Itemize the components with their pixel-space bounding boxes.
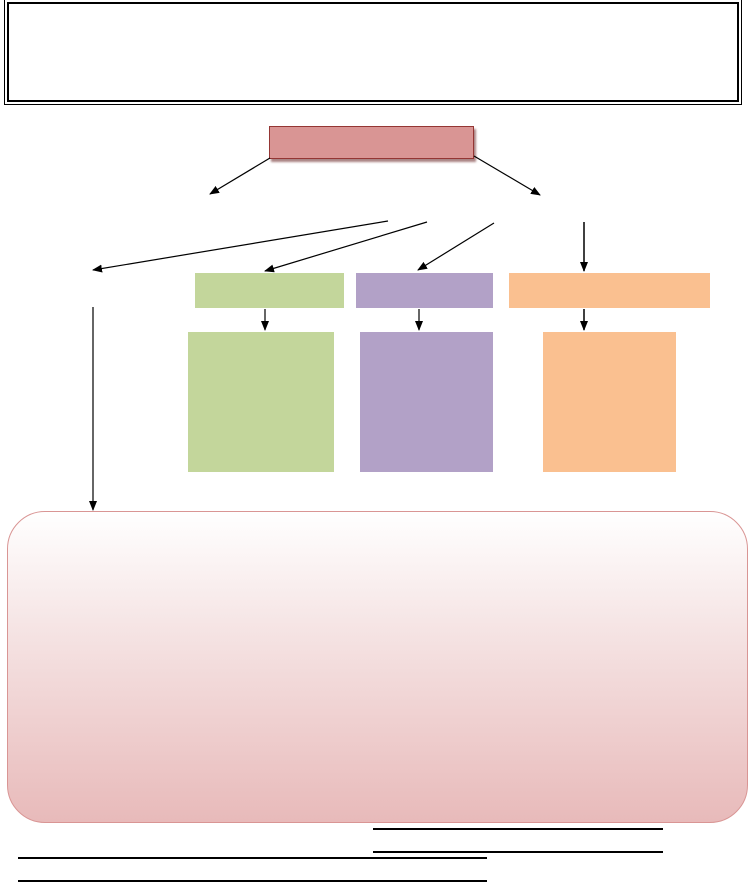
arrow-to-left-branch bbox=[92, 220, 389, 273]
green-branch-body bbox=[188, 332, 334, 472]
arrow-root-to-left bbox=[209, 157, 271, 195]
green-branch-header bbox=[195, 273, 344, 308]
blank-line-1 bbox=[373, 828, 663, 830]
blank-line-3 bbox=[18, 857, 487, 859]
title-frame bbox=[4, 0, 742, 105]
arrow-to-green-branch bbox=[264, 221, 428, 273]
blank-line-2 bbox=[373, 851, 663, 853]
purple-branch-body bbox=[360, 332, 493, 472]
purple-branch-header bbox=[356, 273, 493, 308]
arrow-root-to-right bbox=[473, 155, 541, 196]
orange-branch-header bbox=[509, 273, 710, 308]
bottom-panel bbox=[7, 511, 748, 823]
root-node bbox=[269, 126, 474, 159]
blank-line-4 bbox=[18, 880, 487, 882]
orange-branch-body bbox=[543, 332, 676, 472]
arrow-to-purple-branch bbox=[417, 222, 495, 271]
